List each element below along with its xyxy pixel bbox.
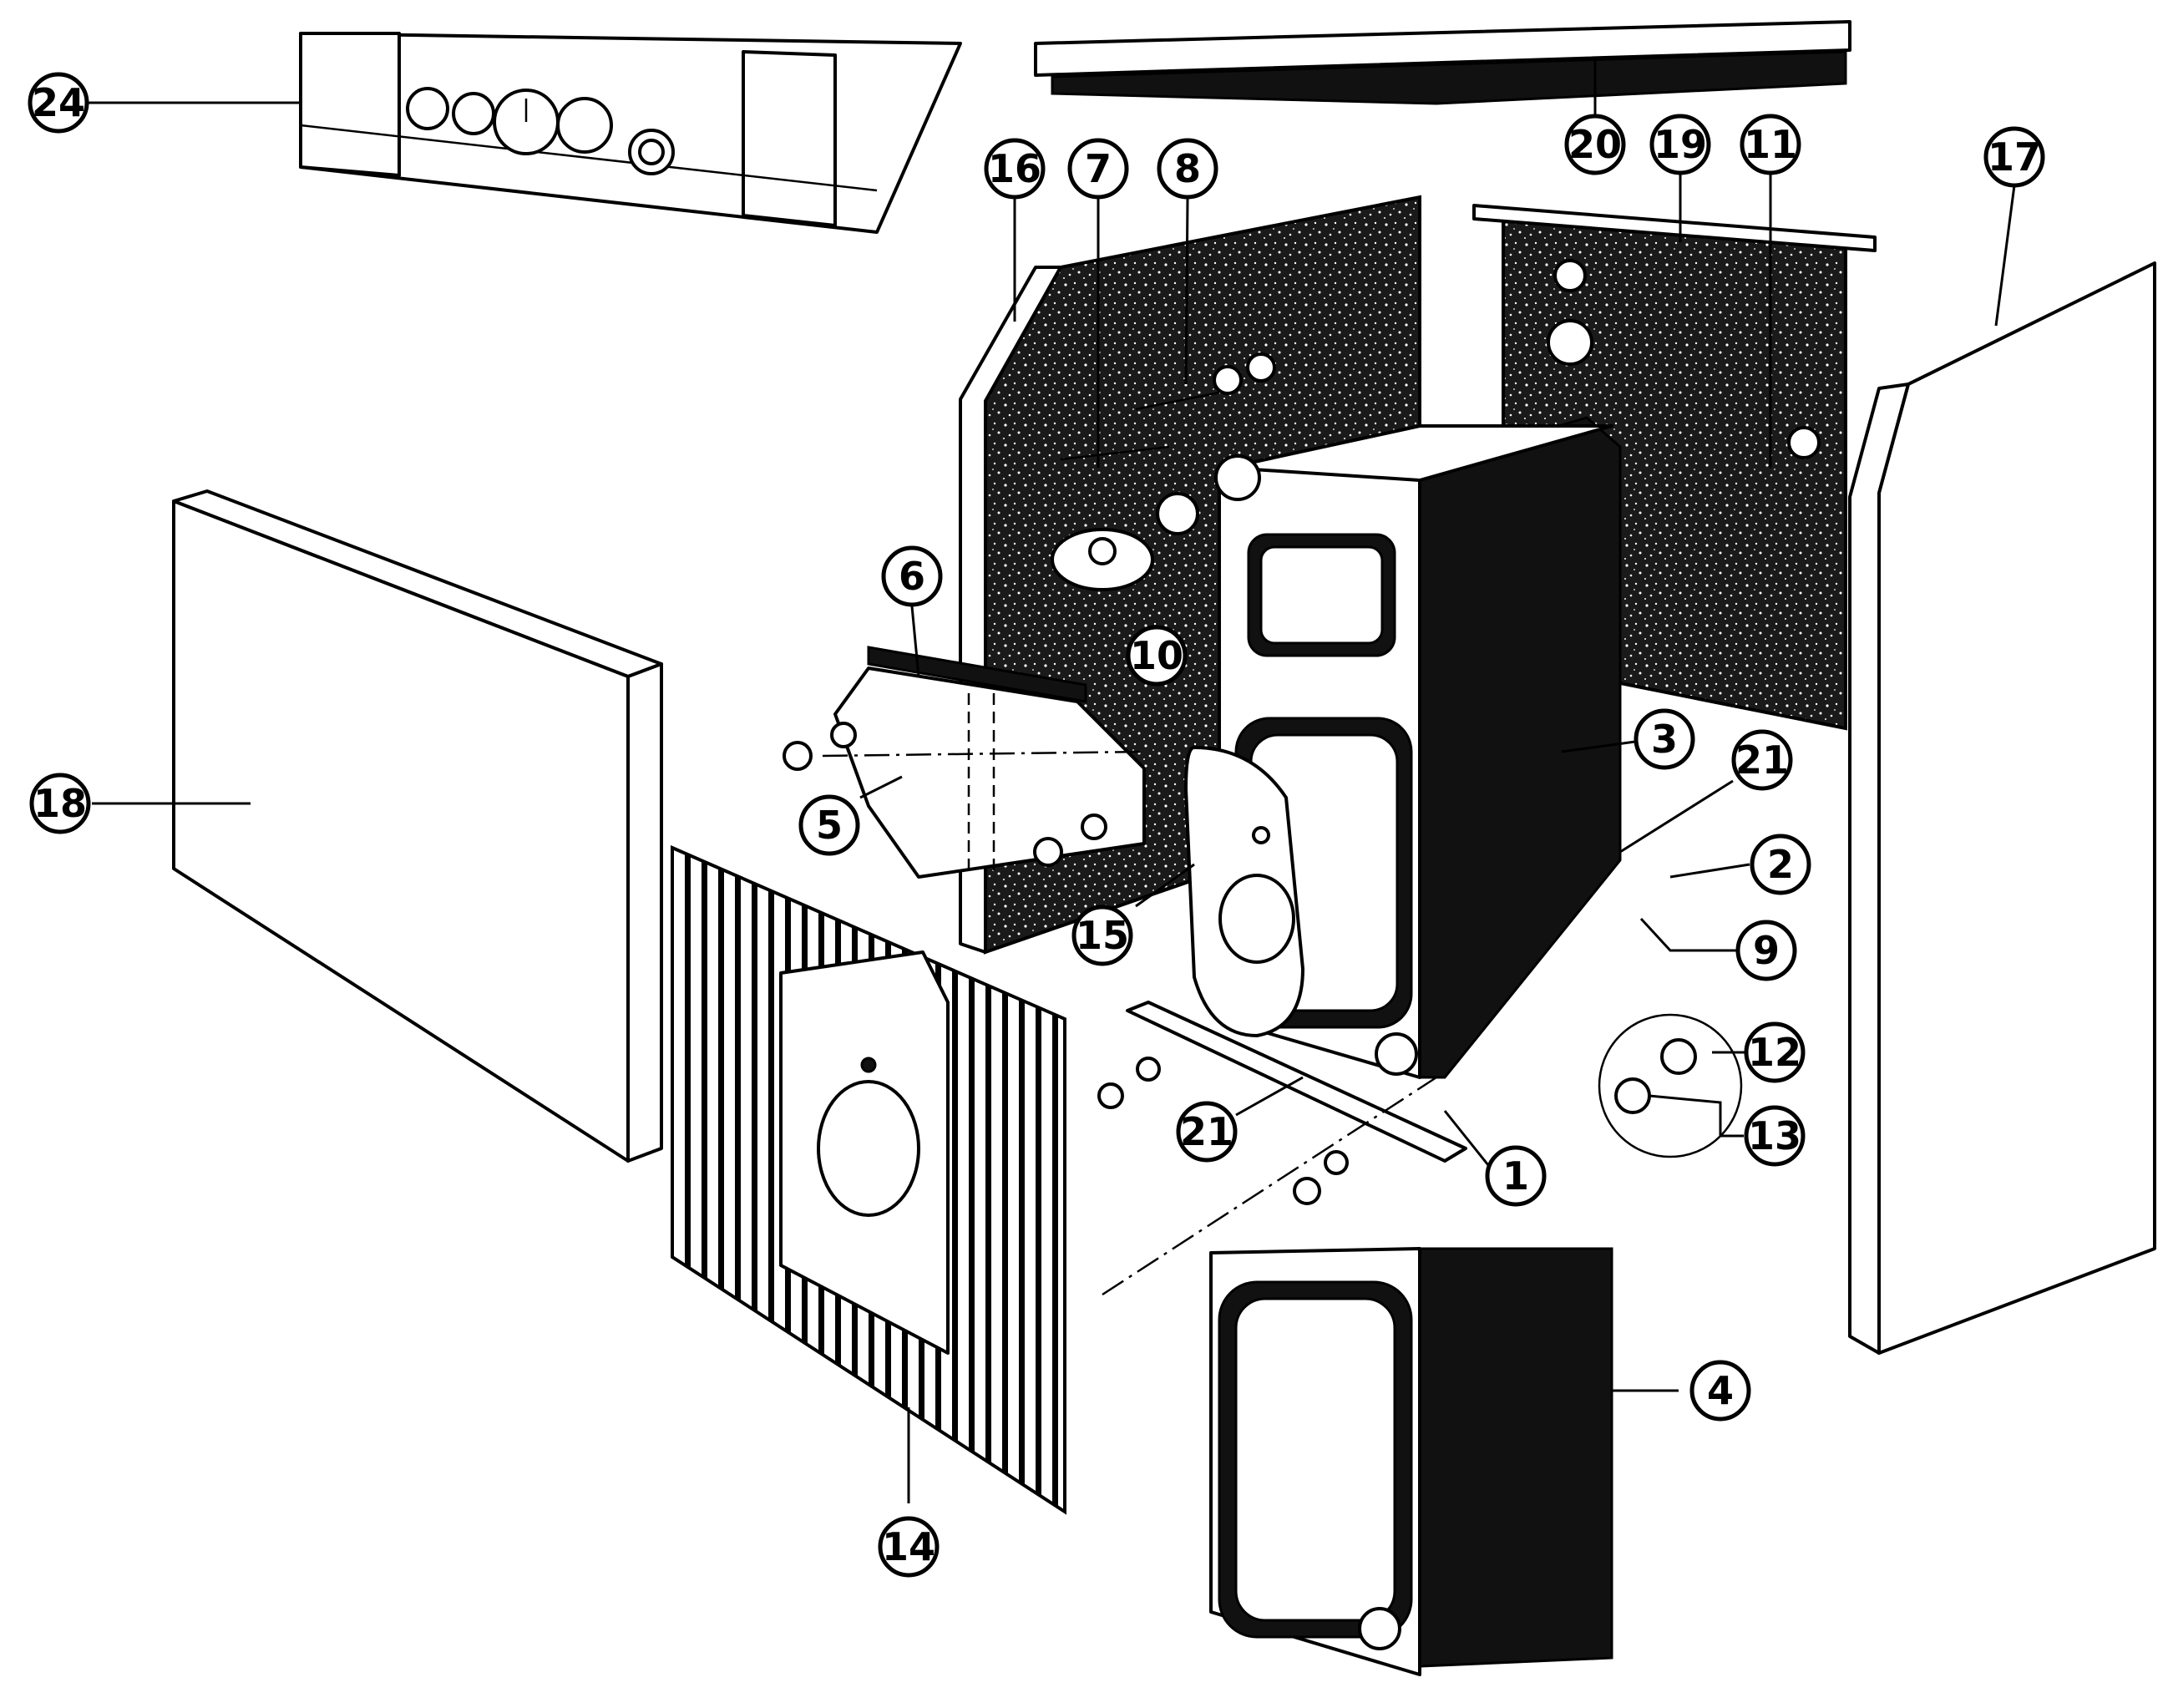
callout-label: 10 bbox=[1130, 633, 1183, 678]
front-board-part bbox=[172, 489, 663, 1163]
callout-label: 13 bbox=[1748, 1113, 1801, 1158]
callout-label: 4 bbox=[1707, 1368, 1734, 1413]
callout-label: 17 bbox=[1988, 134, 2041, 180]
right-side-panel-part bbox=[1848, 261, 2156, 1355]
callout-label: 11 bbox=[1744, 122, 1797, 167]
callout-label: 15 bbox=[1076, 913, 1129, 958]
callout-label: 5 bbox=[816, 803, 843, 848]
leader-lines bbox=[89, 60, 2016, 1503]
callout-label: 24 bbox=[32, 80, 85, 125]
callout-10: 10 bbox=[1126, 625, 1188, 687]
callout-14: 14 bbox=[878, 1516, 940, 1578]
front-door-part bbox=[671, 844, 1066, 1515]
callout-label: 6 bbox=[899, 554, 925, 599]
callout-label: 9 bbox=[1753, 928, 1780, 973]
callout-21-upper: 21 bbox=[1731, 729, 1793, 791]
callout-9: 9 bbox=[1735, 920, 1797, 981]
callout-label: 7 bbox=[1085, 146, 1112, 191]
callout-3: 3 bbox=[1634, 708, 1695, 770]
burner-plate-part bbox=[783, 646, 1146, 879]
callout-11: 11 bbox=[1740, 114, 1801, 175]
callout-label: 2 bbox=[1767, 842, 1794, 887]
callout-20: 20 bbox=[1564, 114, 1626, 175]
callout-label: 19 bbox=[1654, 122, 1707, 167]
callout-16: 16 bbox=[984, 138, 1046, 200]
callout-6: 6 bbox=[881, 545, 943, 607]
callout-4: 4 bbox=[1689, 1360, 1751, 1422]
callout-19: 19 bbox=[1649, 114, 1711, 175]
callout-label: 8 bbox=[1174, 146, 1201, 191]
callout-8: 8 bbox=[1157, 138, 1218, 200]
callout-18: 18 bbox=[29, 773, 91, 834]
callout-21-lower: 21 bbox=[1176, 1101, 1238, 1163]
callout-17: 17 bbox=[1983, 126, 2045, 188]
control-panel-part bbox=[299, 32, 962, 234]
callout-2: 2 bbox=[1750, 834, 1811, 895]
callout-12: 12 bbox=[1744, 1021, 1806, 1083]
callout-label: 20 bbox=[1568, 122, 1622, 167]
callout-label: 3 bbox=[1651, 717, 1678, 762]
nipple-detail-part bbox=[1598, 1013, 1743, 1158]
callout-7: 7 bbox=[1067, 138, 1129, 200]
callout-5: 5 bbox=[798, 794, 860, 856]
inspection-cover-part bbox=[1184, 746, 1304, 1037]
callout-label: 18 bbox=[33, 781, 87, 826]
callout-label: 1 bbox=[1502, 1153, 1529, 1199]
callout-13: 13 bbox=[1744, 1105, 1806, 1167]
callout-24: 24 bbox=[28, 72, 89, 134]
callout-1: 1 bbox=[1485, 1145, 1547, 1207]
callout-label: 14 bbox=[882, 1524, 935, 1569]
callout-label: 12 bbox=[1748, 1030, 1801, 1075]
callout-label: 21 bbox=[1735, 737, 1789, 783]
callout-label: 21 bbox=[1180, 1109, 1233, 1154]
callout-15: 15 bbox=[1071, 905, 1133, 966]
lower-exchanger-part bbox=[1209, 1247, 1613, 1676]
top-cover-part bbox=[1034, 20, 1851, 105]
callout-label: 16 bbox=[988, 146, 1041, 191]
